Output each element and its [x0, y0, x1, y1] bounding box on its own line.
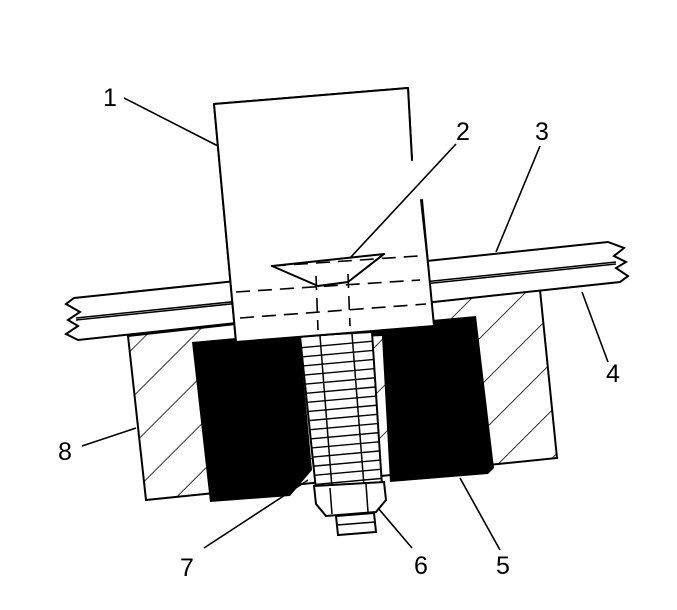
thread-line [300, 422, 382, 432]
callout-6: 6 [414, 552, 428, 580]
callout-3: 3 [535, 118, 549, 146]
thread-line [300, 366, 382, 377]
callout-2: 2 [456, 118, 470, 146]
callout-1: 1 [103, 84, 117, 112]
callout-7: 7 [180, 554, 194, 582]
thread-line [300, 385, 382, 395]
thread-line [300, 348, 382, 358]
thread-line [300, 339, 382, 349]
callout-labels: 1 2 3 4 5 6 7 8 [58, 84, 620, 582]
callout-4: 4 [606, 360, 620, 388]
thread-line [300, 412, 382, 423]
hex-nut [312, 480, 388, 537]
thread-line [300, 357, 382, 368]
callout-5: 5 [496, 552, 510, 580]
threaded-stud [298, 330, 384, 492]
callout-8: 8 [58, 438, 72, 466]
thread-line [300, 431, 382, 441]
thread-line [300, 449, 382, 460]
thread-line [300, 376, 382, 386]
thread-line [300, 394, 382, 404]
thread-line [300, 440, 382, 450]
body-mount-cylinder [213, 87, 435, 343]
countersunk-bolt-head [271, 253, 385, 287]
rubber-insulator [192, 316, 494, 502]
leader-lines [81, 97, 609, 551]
thread-line [300, 403, 382, 414]
